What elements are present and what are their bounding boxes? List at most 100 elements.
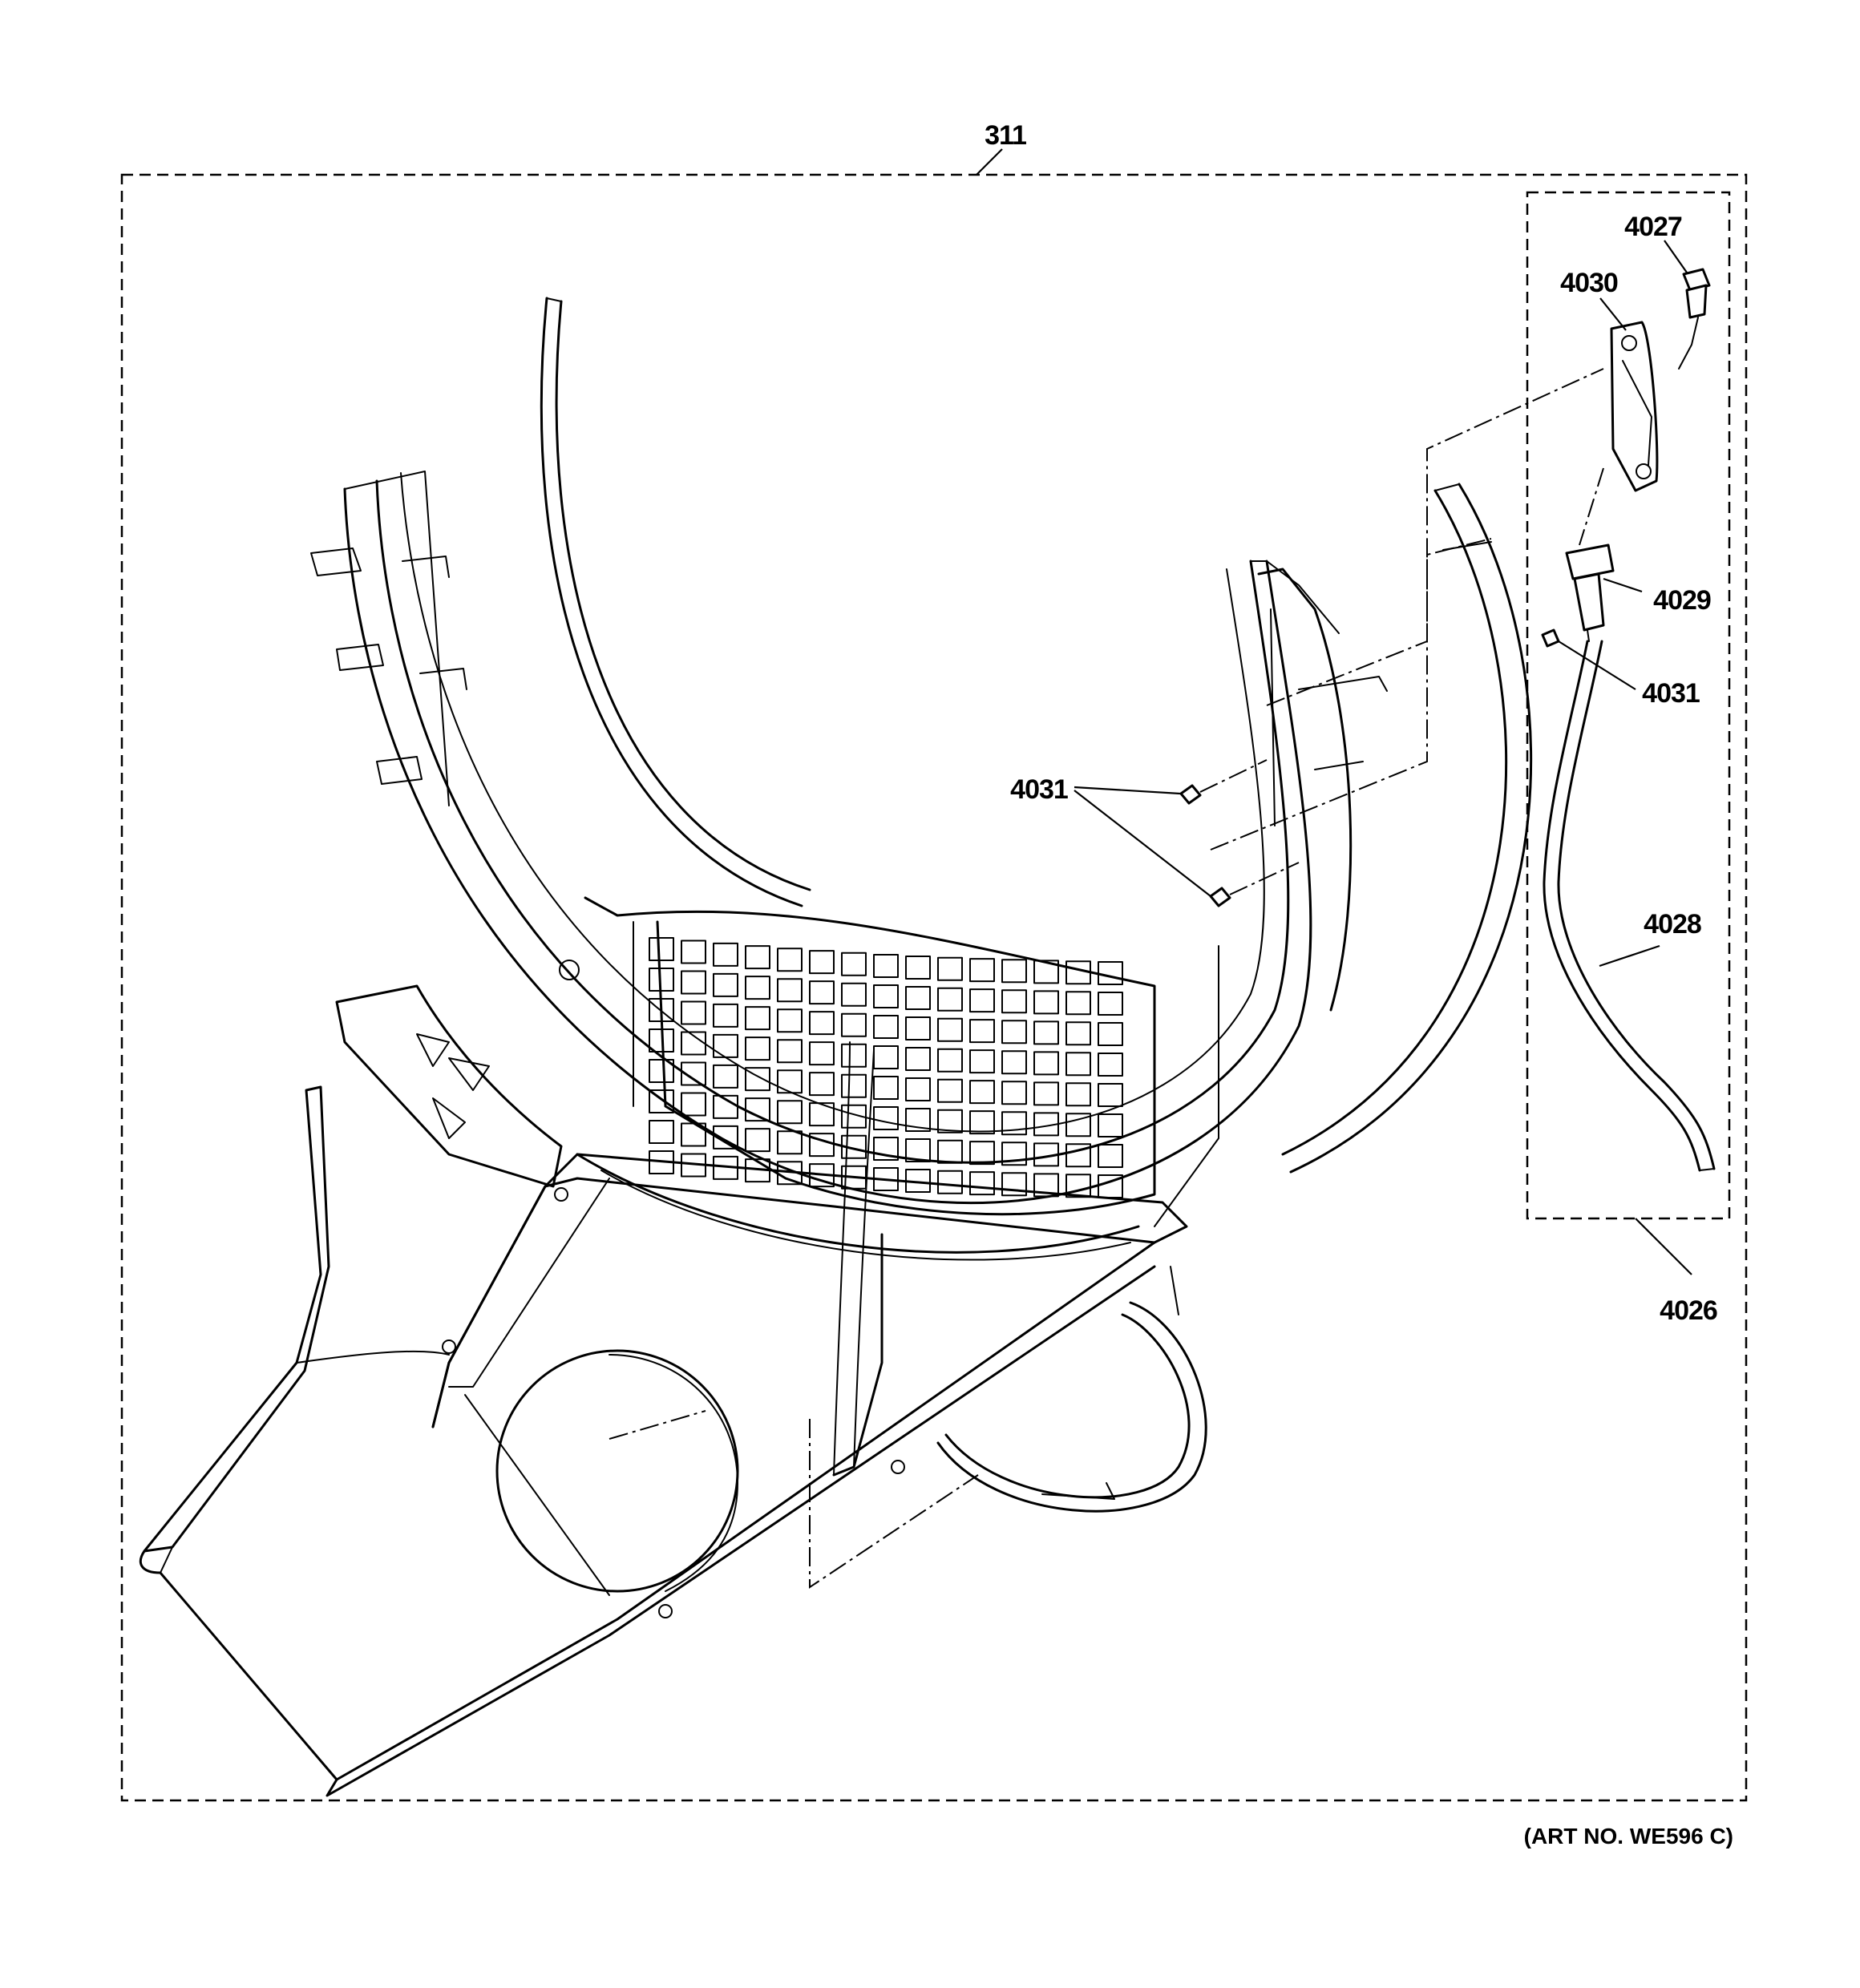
lint-screen-cell xyxy=(809,1011,835,1036)
hose-4028 xyxy=(1543,640,1716,1172)
lint-screen-cell xyxy=(905,1137,931,1162)
inlet-4029 xyxy=(1565,467,1615,642)
lint-screen-cell xyxy=(1065,1174,1091,1198)
lint-screen-cell xyxy=(937,987,963,1012)
lint-screen-cell xyxy=(1033,1112,1059,1137)
lint-screen-cell xyxy=(841,1012,867,1037)
lint-screen-cell xyxy=(809,1133,835,1158)
lint-screen-cell xyxy=(1033,1081,1059,1106)
lint-screen-cell xyxy=(873,1076,899,1100)
callout-4026: 4026 xyxy=(1660,1295,1717,1326)
art-number: (ART NO. WE596 C) xyxy=(1524,1824,1733,1849)
lint-screen-cell xyxy=(809,980,835,1005)
lint-screen-cell xyxy=(777,948,803,972)
lint-screen-cell xyxy=(1065,991,1091,1016)
lint-screen-cell xyxy=(937,1139,963,1164)
lint-screen-cell xyxy=(1001,959,1027,984)
lint-screen-cell xyxy=(1065,1082,1091,1107)
lint-screen-cell xyxy=(1065,960,1091,985)
lint-screen-cell xyxy=(745,1097,770,1122)
lint-screen-cell xyxy=(649,1120,674,1144)
lint-screen-cell xyxy=(841,1073,867,1098)
lint-screen-cell xyxy=(969,958,995,983)
lint-screen-cell xyxy=(681,1000,706,1025)
lint-screen-cell xyxy=(745,976,770,1000)
lint-screen-cell xyxy=(649,1028,674,1053)
leader-4031-kit xyxy=(1558,640,1636,690)
lint-screen-cell xyxy=(969,1049,995,1074)
lint-screen-cell xyxy=(1001,989,1027,1014)
lint-screen-cell xyxy=(1001,1050,1027,1075)
lint-screen-cell xyxy=(1098,1022,1123,1046)
callout-4027: 4027 xyxy=(1624,212,1682,242)
lint-screen-cell xyxy=(649,937,674,961)
lint-screen xyxy=(584,896,1156,1216)
lint-screen-cell xyxy=(649,1089,674,1113)
lint-screen-cell xyxy=(1098,961,1123,985)
leader-311 xyxy=(976,148,1003,176)
lint-screen-cell xyxy=(713,942,738,967)
lint-screen-cell xyxy=(713,1003,738,1028)
screw-4031-lower xyxy=(1209,862,1300,907)
assembly-boundary xyxy=(120,173,1748,1802)
lint-screen-cell xyxy=(1033,990,1059,1015)
lint-screen-cell xyxy=(873,1045,899,1069)
lint-screen-cell xyxy=(937,1017,963,1042)
lint-screen-cell xyxy=(777,1069,803,1094)
lint-screen-cell xyxy=(713,972,738,997)
lint-screen-cell xyxy=(777,1130,803,1155)
lint-screen-cell xyxy=(649,968,674,992)
lint-screen-cell xyxy=(1033,960,1059,984)
lint-screen-cell xyxy=(1001,1172,1027,1197)
lint-screen-cell xyxy=(681,939,706,964)
lint-screen-cell xyxy=(937,1109,963,1133)
lint-screen-cell xyxy=(713,1125,738,1150)
callout-4029: 4029 xyxy=(1653,585,1711,616)
lint-screen-cell xyxy=(969,1141,995,1166)
lint-screen-cell xyxy=(841,1104,867,1129)
kit-boundary xyxy=(1526,191,1731,1220)
callout-4028: 4028 xyxy=(1644,909,1701,939)
lint-screen-cell xyxy=(969,988,995,1013)
lint-screen-cell xyxy=(713,1094,738,1119)
lint-screen-cell xyxy=(777,1008,803,1033)
lint-screen-cell xyxy=(1065,1052,1091,1077)
bracket-4030 xyxy=(1610,321,1659,492)
lint-screen-cell xyxy=(713,1033,738,1058)
lint-screen-cell xyxy=(1001,1081,1027,1105)
lint-screen-cell xyxy=(1098,1113,1123,1137)
lint-screen-cell xyxy=(969,1019,995,1044)
callout-4031-left: 4031 xyxy=(1010,774,1068,805)
lint-screen-cell xyxy=(1098,992,1123,1016)
lint-screen-cell xyxy=(681,1092,706,1117)
lint-screen-cell xyxy=(681,1122,706,1147)
thermistor-4027 xyxy=(1678,268,1711,370)
screw-4031-kit xyxy=(1541,628,1560,648)
lint-screen-cell xyxy=(809,1102,835,1127)
callout-4030: 4030 xyxy=(1560,268,1618,298)
lint-screen-cell xyxy=(1033,1173,1059,1198)
lint-screen-cell xyxy=(841,982,867,1007)
lint-screen-cell xyxy=(745,1036,770,1061)
lint-screen-cell xyxy=(1033,1142,1059,1167)
lint-screen-cell xyxy=(969,1110,995,1135)
leader-4031-left xyxy=(1074,786,1181,795)
lint-screen-cell xyxy=(777,978,803,1003)
lint-screen-cell xyxy=(1033,1051,1059,1076)
lint-screen-cell xyxy=(1001,1111,1027,1136)
lint-screen-cell xyxy=(969,1080,995,1105)
lint-screen-cell xyxy=(745,1006,770,1031)
lint-screen-cell xyxy=(905,985,931,1010)
lint-screen-cell xyxy=(745,945,770,970)
leader-4030 xyxy=(1599,297,1627,331)
screw-4031-upper xyxy=(1179,759,1268,805)
lint-screen-cell xyxy=(937,1048,963,1073)
lint-screen-cell xyxy=(873,1015,899,1039)
lint-screen-cell xyxy=(1098,1144,1123,1168)
lint-screen-cell xyxy=(905,1107,931,1132)
lint-screen-cell xyxy=(745,1128,770,1153)
leader-4029 xyxy=(1603,577,1643,593)
lint-screen-cell xyxy=(873,984,899,1008)
lint-screen-cell xyxy=(937,1170,963,1194)
